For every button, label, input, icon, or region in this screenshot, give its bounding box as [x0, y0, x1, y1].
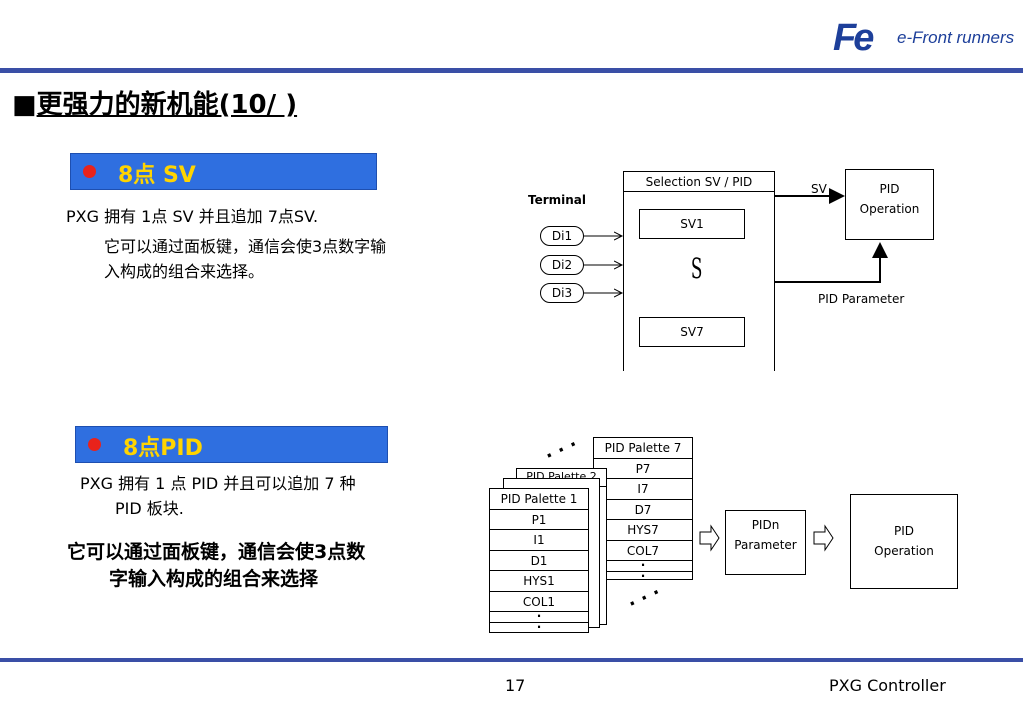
header-divider — [0, 68, 1023, 73]
title-text: 更强力的新机能(10/ ) — [36, 90, 298, 120]
block-arrow-1-icon — [699, 524, 720, 552]
pidn-line2: Parameter — [734, 538, 797, 552]
palette-row: HYS7 — [594, 520, 692, 541]
palette-title: PID Palette 7 — [594, 438, 692, 459]
range-tilde-icon: S — [690, 252, 703, 285]
section-bar-pid: 8点PID — [75, 426, 388, 463]
pid-desc-line4: 字输入构成的组合来选择 — [109, 568, 319, 590]
palette-row: D1 — [490, 551, 588, 571]
footer-divider — [0, 658, 1023, 662]
bullet-dot-icon — [88, 438, 101, 451]
pid-operation-box-2: PID Operation — [850, 494, 958, 589]
bullet-dot-icon — [83, 165, 96, 178]
palette-title: PID Palette 1 — [490, 489, 588, 510]
page-number: 17 — [505, 676, 526, 695]
section-label-pid: 8点PID — [123, 436, 203, 461]
palette-row: · — [640, 569, 646, 583]
pid-op-line1: PID — [893, 524, 914, 538]
block-arrow-2-icon — [813, 524, 834, 552]
sv-desc-line2: 它可以通过面板键，通信会使3点数字输 — [104, 237, 387, 256]
pid-desc-line2: PID 板块. — [115, 499, 184, 518]
sv-desc-line3: 入构成的组合来选择。 — [104, 262, 265, 281]
pid-op-line2: Operation — [874, 544, 934, 558]
pid-desc-line3: 它可以通过面板键，通信会使3点数 — [67, 541, 366, 563]
pid-operation-box: PID Operation — [845, 169, 934, 240]
palette-row: · — [490, 610, 588, 623]
pid-operation-line1: PID — [879, 182, 900, 196]
pid-desc-line1: PXG 拥有 1 点 PID 并且可以追加 7 种 — [80, 474, 356, 493]
footer-product: PXG Controller — [829, 676, 946, 695]
palette-row: · — [536, 620, 542, 634]
pid-palette-7: PID Palette 7 P7 I7 D7 HYS7 COL7 · · — [593, 437, 693, 583]
palette-row: D7 — [594, 500, 692, 520]
pid-palette-1: PID Palette 1 P1 I1 D1 HYS1 COL1 · · — [489, 488, 589, 633]
palette-row: I1 — [490, 530, 588, 551]
input-di2: Di2 — [540, 255, 584, 275]
title-bullet: ■ — [12, 90, 37, 120]
pid-parameter-label: PID Parameter — [818, 292, 905, 306]
palette-row: COL7 — [594, 541, 692, 561]
logo-mark: Fe — [833, 17, 874, 59]
section-bar-sv: 8点 SV — [70, 153, 377, 190]
company-logo: Fe e-Front runners — [833, 18, 1018, 58]
palette-row: P1 — [490, 510, 588, 530]
sv7-box: SV7 — [639, 317, 745, 347]
terminal-label: Terminal — [528, 193, 587, 207]
sv-arrow-label: SV — [811, 182, 827, 196]
pid-param-arrow — [775, 242, 888, 283]
palette-row: HYS1 — [490, 571, 588, 592]
sv1-box: SV1 — [639, 209, 745, 239]
palette-row: · — [594, 559, 692, 572]
sv-desc-line1: PXG 拥有 1点 SV 并且追加 7点SV. — [66, 207, 319, 226]
selection-box: Selection SV / PID — [623, 171, 775, 371]
input-di3: Di3 — [540, 283, 584, 303]
palette-row: COL1 — [490, 592, 588, 612]
pidn-parameter-box: PIDn Parameter — [725, 510, 806, 575]
pid-operation-line2: Operation — [859, 202, 920, 216]
input-di1: Di1 — [540, 226, 584, 246]
selection-title: Selection SV / PID — [624, 172, 774, 192]
pidn-line1: PIDn — [751, 518, 780, 532]
section-label-sv: 8点 SV — [118, 163, 196, 188]
palette-row: P7 — [594, 459, 692, 479]
logo-tagline: e-Front runners — [897, 28, 1015, 47]
page-title: ■更强力的新机能(10/ ) — [12, 84, 297, 121]
palette-row: I7 — [594, 479, 692, 500]
